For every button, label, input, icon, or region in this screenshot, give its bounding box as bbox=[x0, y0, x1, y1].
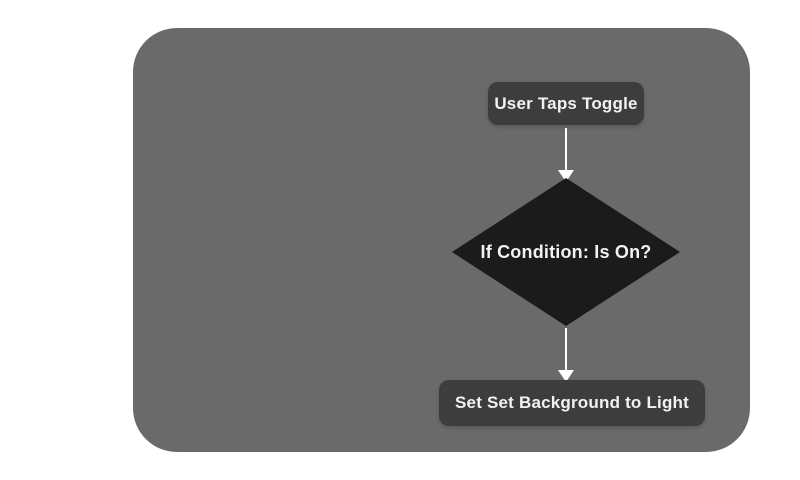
flow-node-end-label: Set Set Background to Light bbox=[455, 393, 689, 412]
arrow-shaft bbox=[565, 328, 567, 370]
arrow-down-head-icon bbox=[558, 370, 574, 382]
connector-start-to-decision-arrow bbox=[558, 128, 574, 182]
flow-node-start: User Taps Toggle bbox=[488, 82, 644, 125]
flow-node-decision: If Condition: Is On? bbox=[452, 178, 680, 326]
arrow-down-head-icon bbox=[558, 170, 574, 182]
flow-node-decision-label: If Condition: Is On? bbox=[480, 241, 652, 262]
connector-decision-to-end-arrow bbox=[558, 328, 574, 382]
arrow-shaft bbox=[565, 128, 567, 170]
flowchart-panel: User Taps Toggle If Condition: Is On? Se… bbox=[133, 28, 750, 452]
flow-node-end: Set Set Background to Light bbox=[439, 380, 705, 426]
flow-node-start-label: User Taps Toggle bbox=[494, 93, 638, 113]
